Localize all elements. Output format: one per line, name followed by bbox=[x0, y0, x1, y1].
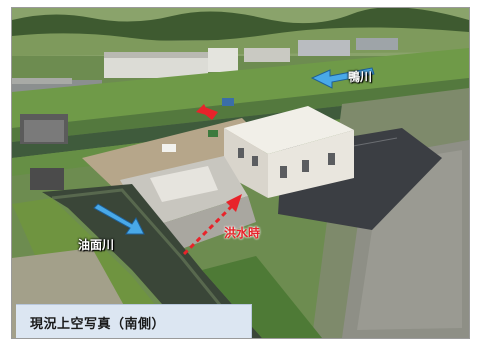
photo-caption-text: 現況上空写真（南側） bbox=[30, 317, 166, 332]
photo-caption: 現況上空写真（南側） bbox=[16, 304, 252, 338]
flood-time-arrow bbox=[182, 194, 242, 256]
kamo-river-label: 鴨川 bbox=[348, 70, 373, 84]
flood-time-label: 洪水時 bbox=[224, 226, 261, 240]
kamo-river-flow-arrow bbox=[310, 67, 375, 89]
yumen-river-label: 油面川 bbox=[78, 238, 115, 252]
aerial-scene bbox=[12, 8, 469, 338]
yumen-river-flow-arrow bbox=[93, 203, 145, 235]
aerial-photo: 鴨川 油面川 洪水時 現況上空写真（南側） bbox=[11, 7, 470, 339]
red-flow-arrow bbox=[196, 104, 218, 120]
